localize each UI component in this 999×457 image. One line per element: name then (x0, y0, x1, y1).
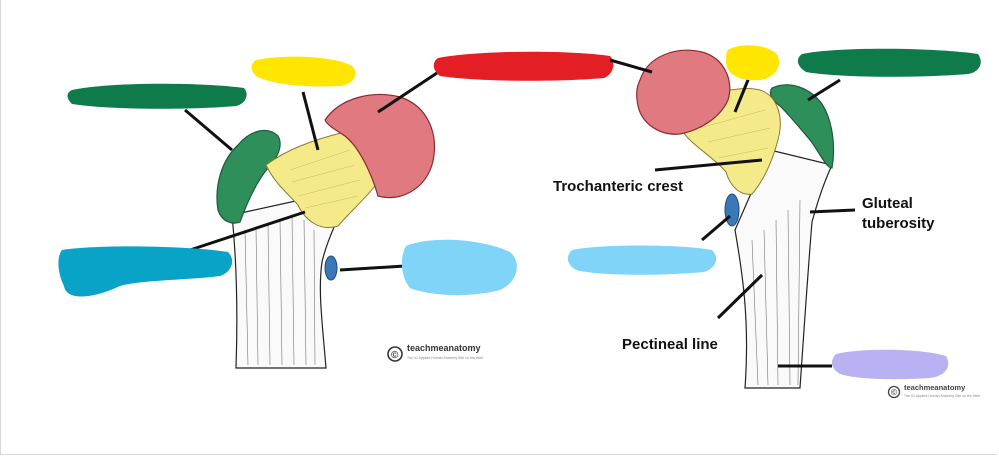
mask-right-lavender (831, 349, 949, 380)
watermark-brand: teachmeanatomy (904, 383, 966, 392)
right-lesser-trochanter (724, 193, 740, 227)
left-femur-shaft (231, 199, 336, 369)
left-femur (216, 93, 436, 369)
label-trochanteric-crest: Trochanteric crest (553, 178, 683, 195)
left-lesser-trochanter (324, 255, 338, 281)
mask-left-green (67, 83, 247, 109)
right-femur (636, 49, 835, 389)
right-femoral-head (636, 49, 731, 135)
watermark-left: © teachmeanatomy The #1 Applied Human An… (387, 343, 484, 362)
copyright-symbol: © (391, 350, 399, 361)
watermark-brand: teachmeanatomy (407, 343, 481, 353)
mask-left-teal (58, 246, 233, 297)
left-leader-lines (184, 71, 438, 272)
label-gluteal-tuberosity-line2: tuberosity (862, 215, 935, 232)
mask-left-lightblue (401, 239, 517, 296)
right-leader-lines (609, 58, 856, 368)
mask-left-yellow (251, 56, 356, 87)
label-gluteal-tuberosity-line1: Gluteal (862, 195, 913, 212)
mask-left-red (433, 51, 614, 81)
label-pectineal-line: Pectineal line (622, 336, 718, 353)
copyright-icon (887, 385, 901, 399)
watermark-right: © teachmeanatomy The #1 Applied Human An… (887, 383, 981, 399)
copyright-symbol: © (891, 388, 897, 397)
left-femoral-neck (265, 131, 379, 228)
copyright-icon (387, 346, 403, 362)
watermark-tagline: The #1 Applied Human Anatomy Site on the… (904, 394, 981, 398)
watermark-tagline: The #1 Applied Human Anatomy Site on the… (407, 356, 484, 360)
right-greater-trochanter (769, 84, 835, 169)
left-greater-trochanter (216, 129, 281, 224)
mask-right-green (797, 48, 981, 77)
mask-right-yellow (726, 45, 780, 81)
mask-right-lightblue (567, 245, 717, 275)
left-femoral-head (324, 93, 436, 198)
